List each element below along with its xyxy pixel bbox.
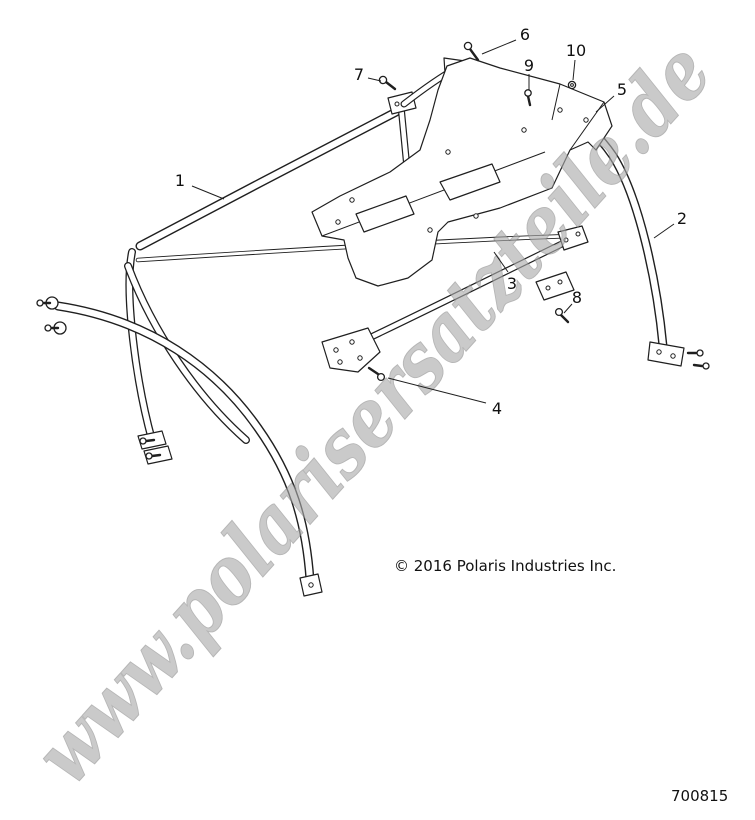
callout-7: 7 [354, 65, 382, 84]
part-number: 700815 [671, 787, 728, 805]
callout-6-label: 6 [520, 25, 530, 44]
callout-7-label: 7 [354, 65, 364, 84]
clamp-bolt-1 [36, 299, 52, 307]
copyright-text: © 2016 Polaris Industries Inc. [394, 557, 616, 575]
cab-frame-drawing [36, 41, 710, 597]
cross-brace-tube [344, 225, 589, 350]
callout-1-label: 1 [175, 171, 185, 190]
callout-1: 1 [175, 171, 225, 200]
bolt-8 [554, 307, 570, 324]
left-mount-bolt-2 [145, 452, 162, 460]
watermark-text: www.polarisersatzteile.de [17, 25, 729, 801]
bracket-bolt-4 [367, 366, 386, 382]
callout-9-label: 9 [524, 56, 534, 75]
left-mount-bolt-1 [139, 437, 156, 445]
lower-mount-bracket [321, 327, 386, 382]
callout-8: 8 [563, 288, 582, 314]
callout-4-label: 4 [492, 399, 502, 418]
callout-4: 4 [387, 377, 502, 418]
callout-5-label: 5 [617, 80, 627, 99]
frame-right-curved-tube [470, 64, 710, 370]
mid-bracket [535, 271, 575, 301]
hoop-clamps [36, 296, 67, 335]
callout-3-label: 3 [507, 274, 517, 293]
callout-2: 2 [653, 209, 687, 239]
clamp-bolt-2 [44, 324, 60, 332]
panel-cutout-left [355, 195, 415, 233]
callout-5: 5 [595, 80, 627, 113]
panel-cutout-right [439, 163, 501, 201]
screw-9 [524, 89, 532, 107]
callout-9: 9 [524, 56, 534, 90]
bolt-6 [463, 41, 480, 62]
bolt-7 [378, 75, 397, 91]
callout-2-label: 2 [677, 209, 687, 228]
callout-8-label: 8 [572, 288, 582, 307]
nut-10 [567, 80, 577, 90]
callout-6: 6 [481, 25, 530, 55]
left-mount-brackets [137, 430, 173, 465]
right-mount-bolt-1 [686, 349, 704, 357]
callout-10: 10 [566, 41, 586, 81]
front-hoop-tube [58, 306, 323, 597]
right-mount-bolt-2 [692, 362, 710, 370]
callout-10-label: 10 [566, 41, 586, 60]
callout-3: 3 [493, 251, 517, 293]
